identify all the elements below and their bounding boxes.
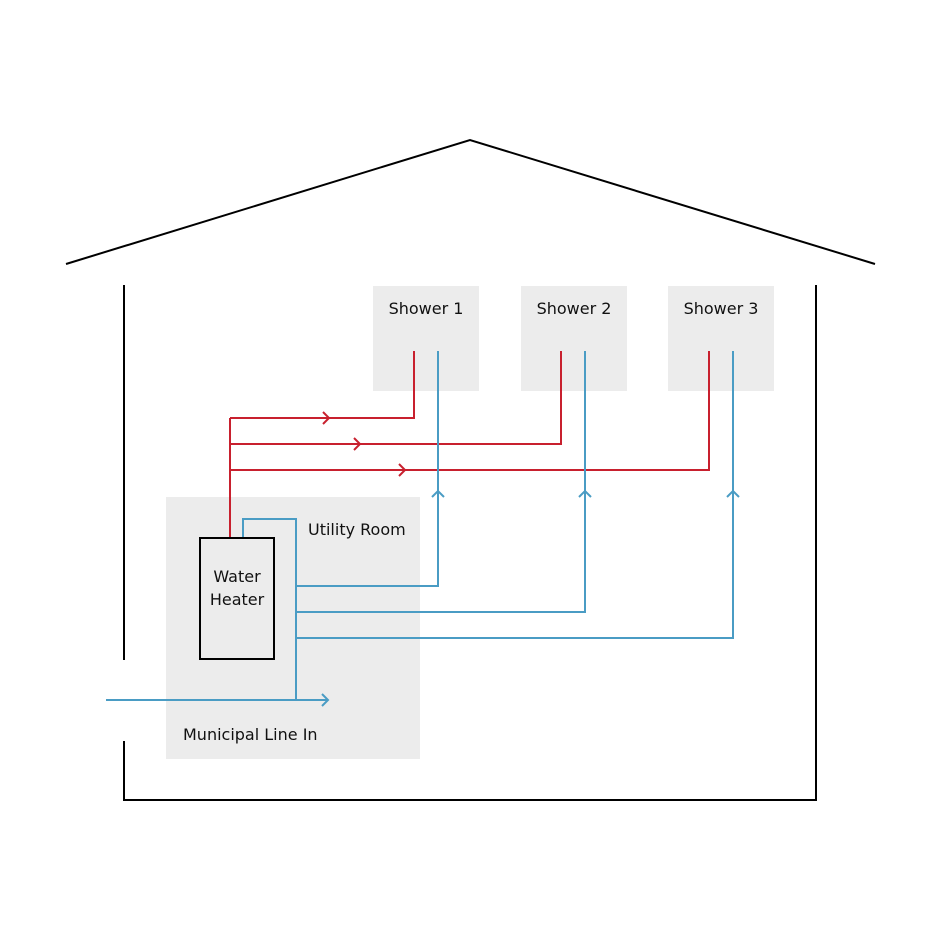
hot-line-shower-3 [230,351,710,471]
municipal-line-label: Municipal Line In [183,725,318,744]
cold-water-lines [106,351,740,707]
utility-room [166,497,420,759]
cold-line-shower-2 [296,351,586,613]
shower-2-label: Shower 2 [537,299,612,318]
shower-2-room [521,286,627,391]
municipal-arrow [321,693,330,707]
shower-1-label: Shower 1 [389,299,464,318]
cold-arrow-2 [578,489,592,498]
water-heater-label-line2: Heater [210,590,265,609]
hot-arrow-1 [322,411,331,425]
utility-room-label: Utility Room [308,520,406,539]
hot-arrow-3 [398,463,407,477]
hot-arrow-2 [353,437,362,451]
hot-line-shower-2 [230,351,562,445]
shower-1-room [373,286,479,391]
shower-3-label: Shower 3 [684,299,759,318]
cold-arrow-3 [726,489,740,498]
cold-trunk [242,518,297,700]
water-heater-label-line1: Water [213,567,261,586]
water-heater [199,537,275,660]
roof [65,138,876,265]
cold-line-shower-3 [296,351,734,639]
wall-left-lower-and-floor [123,285,817,801]
cold-arrow-1 [431,489,445,498]
shower-3-room [668,286,774,391]
hot-water-lines [229,351,710,538]
hot-line-shower-1 [230,351,415,419]
cold-line-shower-1 [296,351,439,587]
